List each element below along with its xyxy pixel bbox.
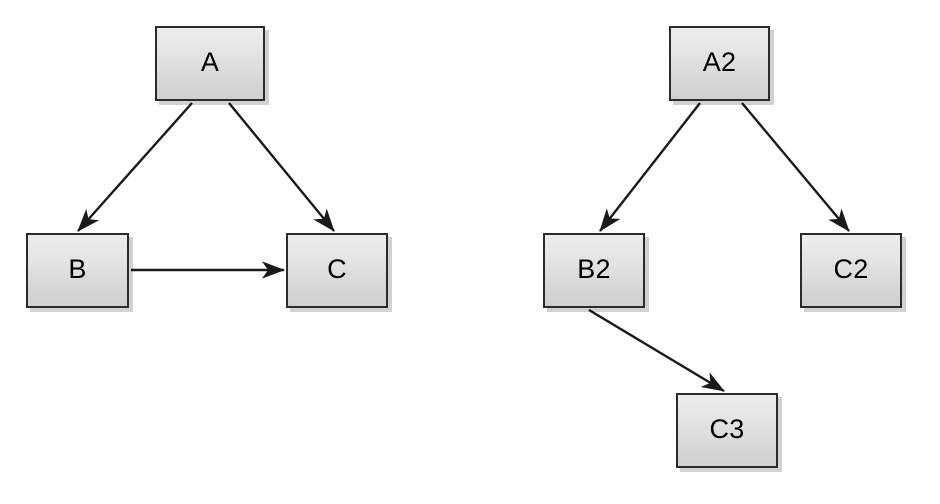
node-b2[interactable]: B2 <box>543 233 645 308</box>
node-label-b2: B2 <box>577 254 611 284</box>
node-label-c3: C3 <box>709 414 745 444</box>
edge-b2-to-c3[interactable] <box>588 308 725 393</box>
edge-a-to-c[interactable] <box>228 102 335 232</box>
node-a2[interactable]: A2 <box>669 26 770 101</box>
node-b[interactable]: B <box>26 233 129 308</box>
node-c[interactable]: C <box>286 233 388 308</box>
edge-a-to-b[interactable] <box>77 102 193 232</box>
edge-a2-to-b2[interactable] <box>599 102 701 232</box>
edge-a2-to-c2[interactable] <box>741 102 850 232</box>
node-label-c2: C2 <box>833 254 869 284</box>
node-c3[interactable]: C3 <box>676 393 778 468</box>
edges-group <box>77 102 850 393</box>
node-label-a2: A2 <box>702 47 737 77</box>
node-label-a: A <box>200 47 220 77</box>
node-label-c: C <box>327 254 347 284</box>
node-a[interactable]: A <box>155 26 265 101</box>
node-label-b: B <box>68 254 87 284</box>
node-c2[interactable]: C2 <box>800 233 902 308</box>
